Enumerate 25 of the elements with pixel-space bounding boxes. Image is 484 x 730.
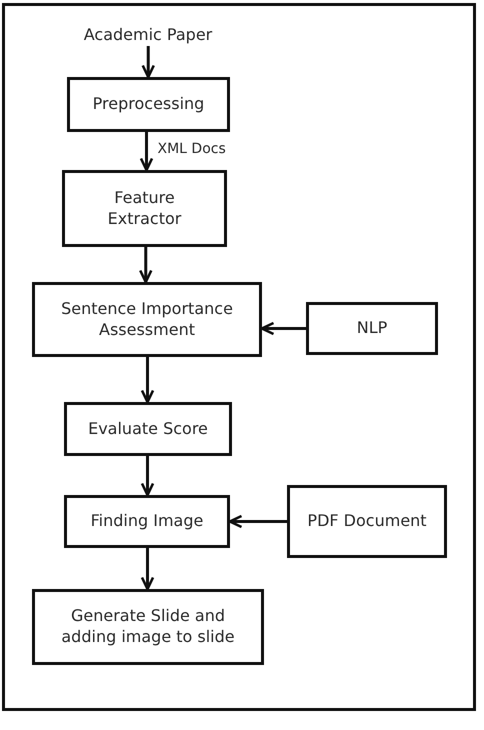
process-box: [67, 77, 230, 132]
arrow: [140, 548, 154, 590]
process-box: [32, 282, 262, 357]
arrow: [260, 322, 306, 336]
arrow: [138, 247, 153, 284]
arrow: [228, 514, 287, 528]
arrow: [141, 46, 156, 78]
box-label: Generate Slide and adding image to slide: [60, 606, 236, 648]
input-label: Academic Paper: [62, 24, 234, 46]
box-label: NLP: [356, 318, 388, 339]
process-box: [306, 302, 438, 355]
box-label: Preprocessing: [92, 94, 204, 115]
arrow: [140, 132, 154, 172]
process-box: [287, 485, 447, 558]
process-box: [64, 402, 232, 456]
process-box: [64, 495, 230, 548]
process-box: [62, 170, 227, 247]
box-label: PDF Document: [307, 511, 427, 532]
arrow: [140, 357, 154, 404]
process-box: [32, 589, 264, 665]
box-label: Finding Image: [90, 511, 204, 532]
box-label: Sentence Importance Assessment: [60, 298, 234, 340]
arrow: [140, 456, 154, 496]
box-label: Evaluate Score: [88, 418, 208, 440]
box-label: Feature Extractor: [106, 188, 182, 230]
